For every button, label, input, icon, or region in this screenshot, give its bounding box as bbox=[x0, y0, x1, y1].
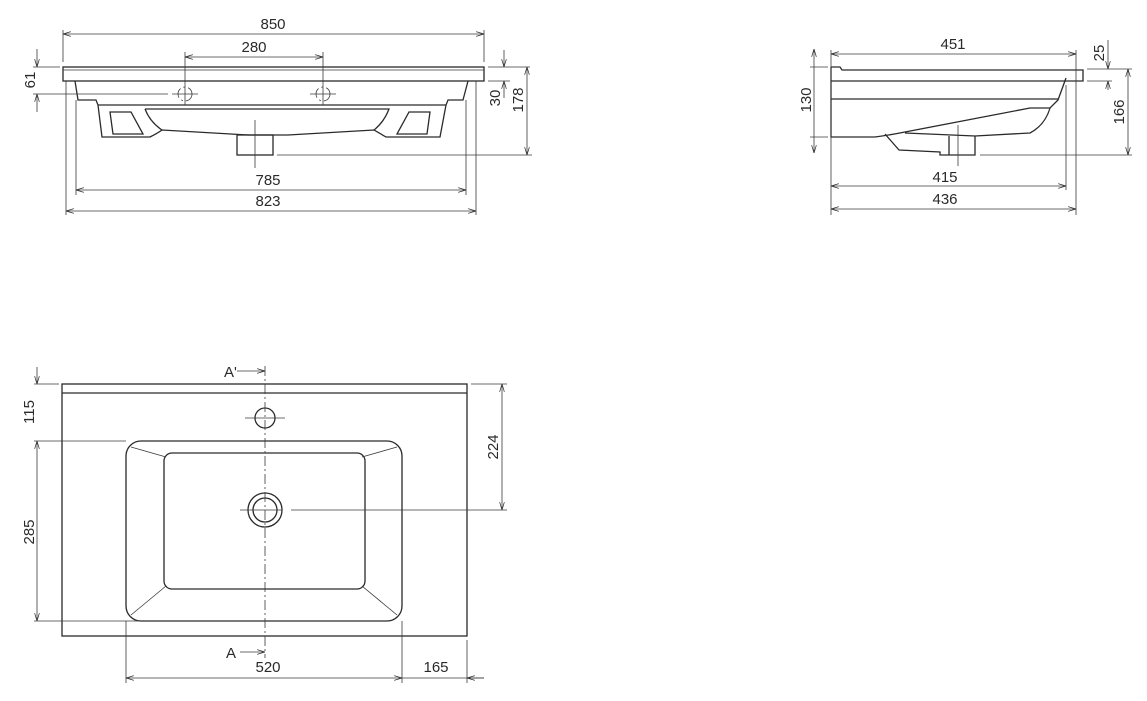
dim-178: 178 bbox=[510, 87, 527, 112]
front-slot-left bbox=[109, 111, 145, 135]
dim-280: 280 bbox=[241, 39, 266, 56]
dim-61: 61 bbox=[22, 72, 39, 89]
dim-130: 130 bbox=[798, 87, 815, 112]
dim-451: 451 bbox=[940, 36, 965, 53]
dim-285: 285 bbox=[21, 519, 38, 544]
side-drain bbox=[884, 133, 976, 156]
plan-view: A' A 115 285 224 520 165 bbox=[21, 364, 507, 683]
dim-25: 25 bbox=[1091, 45, 1108, 62]
front-bowl bbox=[144, 108, 390, 131]
section-label-top: A' bbox=[224, 364, 237, 381]
dim-436: 436 bbox=[932, 191, 957, 208]
front-slot-right bbox=[395, 111, 431, 135]
section-label-bottom: A bbox=[226, 645, 236, 662]
dim-30: 30 bbox=[487, 90, 504, 107]
basin-inner bbox=[163, 452, 366, 590]
side-body bbox=[830, 67, 1067, 138]
front-slab bbox=[62, 66, 485, 82]
front-view: 850 280 785 823 61 30 178 bbox=[22, 16, 532, 215]
side-bowl bbox=[904, 107, 1051, 137]
dim-850: 850 bbox=[260, 16, 285, 33]
side-slab bbox=[831, 66, 1084, 82]
dim-785: 785 bbox=[255, 172, 280, 189]
dim-224: 224 bbox=[485, 434, 502, 459]
dim-166: 166 bbox=[1111, 99, 1128, 124]
dim-165: 165 bbox=[423, 659, 448, 676]
dim-823: 823 bbox=[255, 193, 280, 210]
dim-115: 115 bbox=[21, 400, 38, 424]
side-view: 451 415 436 130 25 166 bbox=[798, 36, 1132, 215]
basin-outer bbox=[125, 440, 403, 622]
dim-415: 415 bbox=[932, 169, 957, 186]
dim-520: 520 bbox=[255, 659, 280, 676]
front-body bbox=[74, 80, 469, 138]
